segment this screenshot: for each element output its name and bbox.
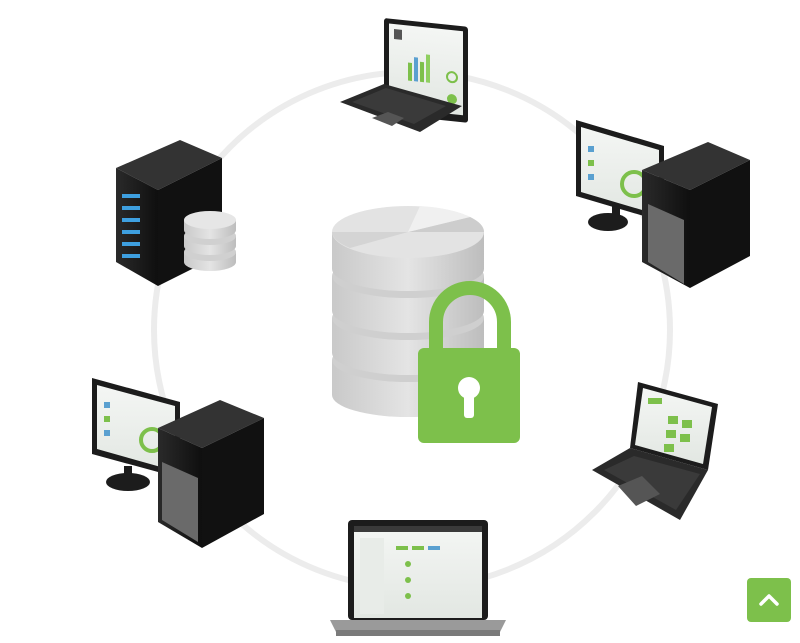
laptop-bottom-icon: [330, 520, 506, 636]
scroll-to-top-button[interactable]: [747, 578, 791, 622]
desktop-left-icon: [92, 378, 264, 548]
chevron-up-icon: [759, 594, 779, 606]
server-database-icon: [116, 140, 236, 286]
desktop-right-icon: [576, 120, 750, 503]
laptop-right-icon: [592, 382, 718, 520]
database-lock-icon: [332, 206, 520, 443]
